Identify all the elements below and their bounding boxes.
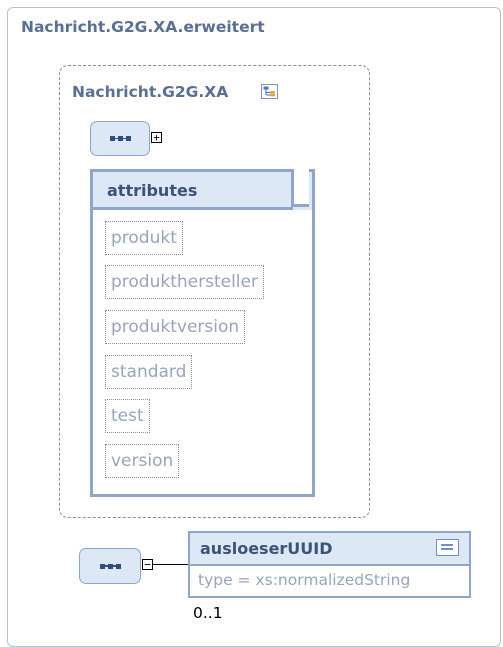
sequence-icon [109, 136, 131, 141]
attributes-title: attributes [107, 181, 198, 200]
expand-toggle-top[interactable]: + [151, 132, 162, 143]
attributes-group: attributes produkt produkthersteller pro… [90, 169, 315, 497]
extension-base-container [59, 65, 370, 518]
extension-base-title: Nachricht.G2G.XA [72, 83, 229, 101]
element-name: ausloeserUUID [200, 539, 333, 558]
attribute-produkt[interactable]: produkt [105, 221, 183, 255]
element-box[interactable]: ausloeserUUID type = xs:normalizedString [188, 531, 471, 598]
connector-line [153, 564, 189, 565]
sequence-icon [99, 563, 121, 569]
attributes-list [93, 210, 312, 494]
sequence-compositor-top[interactable] [90, 121, 150, 156]
documentation-icon [436, 539, 459, 556]
element-type: type = xs:normalizedString [198, 571, 411, 589]
attribute-produkthersteller[interactable]: produkthersteller [105, 265, 264, 299]
complex-type-icon [261, 84, 278, 99]
cardinality-label: 0..1 [193, 604, 223, 622]
element-header: ausloeserUUID [190, 533, 469, 566]
outer-type-title: Nachricht.G2G.XA.erweitert [21, 18, 265, 36]
attribute-standard[interactable]: standard [105, 355, 193, 389]
attribute-test[interactable]: test [105, 399, 150, 433]
attribute-produktversion[interactable]: produktversion [105, 310, 246, 344]
collapse-toggle-bottom[interactable]: − [142, 559, 153, 570]
attribute-version[interactable]: version [105, 444, 180, 478]
sequence-compositor-bottom[interactable] [79, 548, 141, 584]
